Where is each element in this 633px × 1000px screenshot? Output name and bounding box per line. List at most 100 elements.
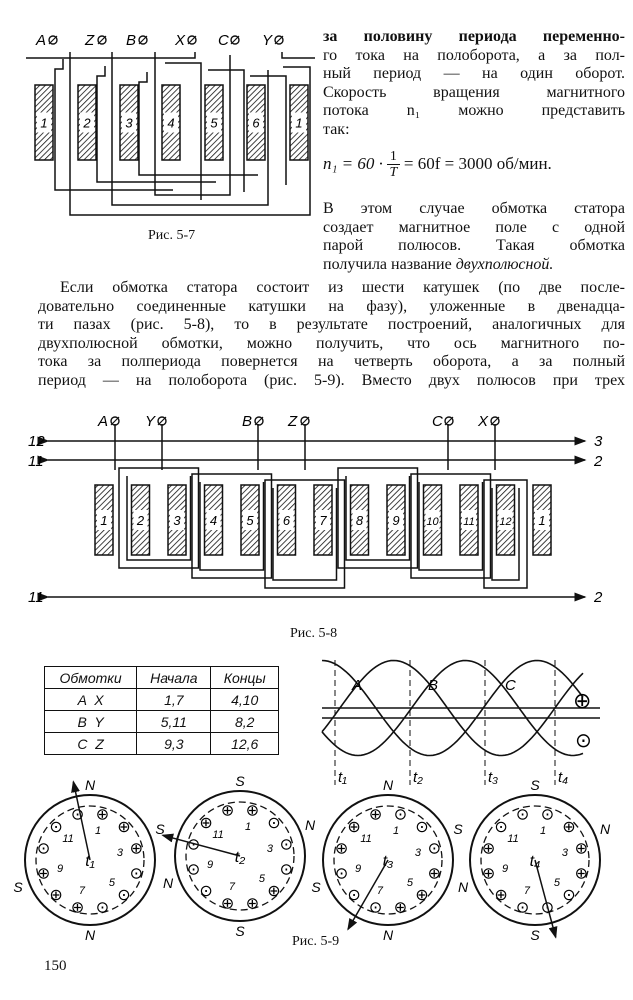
- conductor-cross-icon: ⊕: [575, 865, 588, 882]
- slot-label-bg: [316, 510, 330, 530]
- terminal-label: B: [126, 32, 136, 49]
- stator-circle: [174, 790, 306, 922]
- slot-number: 6: [252, 116, 260, 131]
- text-line: ти пазах (рис. 5-8), то в результате пос…: [38, 316, 625, 333]
- conductor-dot-icon: ⊙: [267, 815, 280, 832]
- terminal-label: Y: [262, 32, 273, 49]
- table-cell: 1,7: [136, 688, 212, 711]
- terminal-label: Z: [84, 32, 95, 49]
- fig57-caption: Рис. 5-7: [148, 228, 196, 243]
- right-column-para2: В этом случае обмотка статора создает ма…: [323, 200, 625, 274]
- conductor-cross-icon: ⊕: [267, 883, 280, 900]
- table-row: B Y 5,11 8,2: [43, 710, 279, 733]
- conductor-dot-icon: ⊙: [187, 861, 200, 878]
- table-cell: 8,2: [210, 710, 279, 733]
- slot-number: 1: [95, 825, 101, 837]
- slot-number: 7: [79, 885, 86, 897]
- text-span: получила название: [323, 255, 456, 273]
- slot-number: 11: [62, 833, 73, 845]
- slot-number: 9: [392, 513, 399, 528]
- conductor-cross-icon: ⊕: [71, 899, 84, 916]
- text-line: двухполюсной обмотки, можно получить, чт…: [38, 334, 625, 352]
- right-column-text: за половину периода переменно- го тока н…: [323, 28, 625, 139]
- main-paragraph: Если обмотка статора состоит из шести ка…: [38, 279, 625, 390]
- text-line: потока n₁ можно представить: [323, 102, 625, 119]
- coil-loop: [410, 473, 492, 579]
- terminal-slash: [97, 35, 107, 45]
- slot-number: 7: [319, 513, 327, 528]
- table-cell: 12,6: [210, 732, 279, 755]
- stator-circle: [469, 794, 601, 926]
- terminal-slash: [300, 416, 310, 426]
- text-line: ный период — на один оборот.: [323, 65, 625, 82]
- table-cell: A X: [43, 688, 138, 711]
- slot-label-bg: [133, 510, 148, 530]
- bus-right-label: 3: [594, 433, 603, 450]
- coil-wire: [208, 69, 245, 192]
- slot-label-bg: [170, 510, 184, 530]
- slot-number: 9: [502, 863, 508, 875]
- slot-number: 5: [407, 877, 414, 889]
- slot-number: 1: [100, 513, 107, 528]
- flux-path-circle: [35, 805, 145, 915]
- cross-symbol-icon: ⊕: [573, 688, 591, 713]
- pole-label: N: [85, 777, 96, 793]
- slot-label-bg: [206, 510, 221, 530]
- terminal-label: C: [218, 32, 229, 49]
- conductor-cross-icon: ⊕: [482, 841, 495, 858]
- slot-number: 3: [415, 847, 422, 859]
- slot-number: 11: [463, 516, 474, 528]
- pole-label: N: [163, 875, 174, 891]
- conductor-cross-icon: ⊕: [117, 819, 130, 836]
- conductor-dot-icon: ⊙: [187, 837, 200, 854]
- slot-label-bg: [352, 510, 367, 530]
- conductor-dot-icon: ⊙: [199, 883, 212, 900]
- dot-symbol-icon: ⊙: [575, 730, 592, 752]
- slot-number: 5: [109, 877, 116, 889]
- slot-number: 1: [393, 825, 399, 837]
- slot-label-bg: [425, 510, 440, 530]
- slot-number: 7: [229, 881, 236, 893]
- conductor-dot-icon: ⊙: [280, 861, 293, 878]
- terminal-slash: [230, 35, 240, 45]
- slot-number: 5: [259, 873, 266, 885]
- time-label: t₃: [383, 853, 394, 870]
- table-cell: 9,3: [136, 732, 212, 755]
- conductor-cross-icon: ⊕: [221, 895, 234, 912]
- conductor-dot-icon: ⊙: [516, 807, 529, 824]
- terminal-slash: [110, 416, 120, 426]
- coil-wire: [96, 66, 216, 183]
- conductor-dot-icon: ⊙: [369, 899, 382, 916]
- slot-label-bg: [389, 510, 403, 530]
- table-row: C Z 9,3 12,6: [43, 732, 279, 755]
- conductor-cross-icon: ⊕: [221, 803, 234, 820]
- terminal-slash: [48, 35, 58, 45]
- pole-label: S: [13, 879, 23, 895]
- pole-label: S: [453, 821, 463, 837]
- slot-number: 1: [538, 513, 545, 528]
- terminal-slash: [490, 416, 500, 426]
- flux-path-circle: [480, 805, 590, 915]
- text-line: парой полюсов. Такая обмотка: [323, 237, 625, 254]
- slot-label-bg: [207, 112, 221, 133]
- text-line: довательно соединенные катушки на фазу),…: [38, 297, 625, 315]
- coil-loop: [483, 479, 528, 589]
- text-line: тока за полпериода повернется на четверт…: [38, 353, 625, 370]
- slot-number: 3: [117, 847, 124, 859]
- conductor-dot-icon: ⊙: [428, 841, 441, 858]
- coil-wire: [26, 52, 196, 59]
- conductor-dot-icon: ⊙: [96, 899, 109, 916]
- conductor-dot-icon: ⊙: [335, 865, 348, 882]
- slot-number: 1: [245, 821, 251, 833]
- table-cell: 5,11: [136, 710, 212, 733]
- slot-number: 3: [125, 116, 133, 131]
- terminal-label: X: [477, 413, 489, 430]
- terminal-slash: [138, 35, 148, 45]
- stator-circle: [322, 794, 454, 926]
- slot-label-bg: [535, 510, 549, 530]
- slot-label-bg: [462, 510, 476, 530]
- conductor-cross-icon: ⊕: [369, 807, 382, 824]
- pole-label: N: [458, 879, 469, 895]
- slot-number: 1: [40, 116, 47, 131]
- slot-number: 9: [207, 859, 213, 871]
